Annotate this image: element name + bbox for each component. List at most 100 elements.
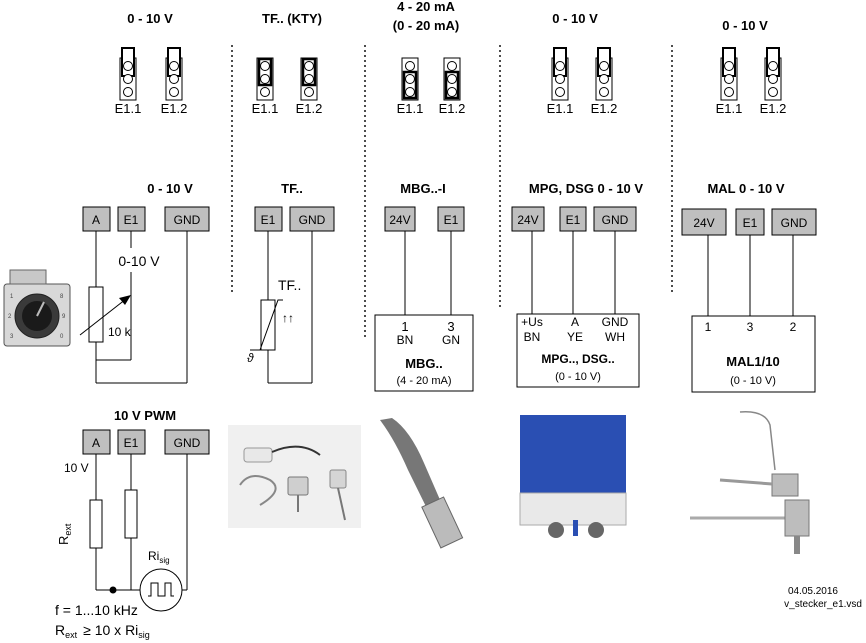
device-mbg-name: MBG.. <box>405 356 443 371</box>
col4-title: MPG, DSG 0 - 10 V <box>529 181 643 196</box>
rext-resistor <box>89 499 103 549</box>
svg-text:1: 1 <box>10 294 14 300</box>
jumper-pin <box>304 74 314 84</box>
jumper-pin <box>169 87 179 97</box>
jumper-pin <box>768 87 778 97</box>
sensor-label: TF.. <box>278 277 301 293</box>
jumper-pin <box>260 61 270 71</box>
terminal-24v <box>384 206 416 232</box>
resistor-value: 10 k <box>108 325 132 339</box>
svg-text:E1: E1 <box>444 213 459 227</box>
jumper-pin <box>447 61 457 71</box>
svg-text:GN: GN <box>442 333 460 347</box>
circuit-mbg: 24V E1 1 3 BN GN MBG.. (4 - 20 mA) <box>374 206 474 392</box>
svg-text:8: 8 <box>60 294 64 300</box>
svg-text:GND: GND <box>174 213 201 227</box>
svg-text:A: A <box>92 213 100 227</box>
svg-text:2: 2 <box>8 314 12 320</box>
col5-header: 0 - 10 V <box>722 18 768 33</box>
col2-header: TF.. (KTY) <box>262 11 322 26</box>
theta-symbol: ϑ <box>247 351 254 365</box>
footer-filename: v_stecker_e1.vsd <box>784 599 862 610</box>
jumper-cap <box>301 57 317 87</box>
jumper-pin <box>768 61 778 71</box>
footer-date: 04.05.2016 <box>788 586 838 597</box>
jumper-label: E1.1 <box>547 101 574 116</box>
jumper-label: E1.2 <box>296 101 323 116</box>
pwm-source <box>139 568 183 612</box>
svg-text:BN: BN <box>524 330 541 344</box>
jumper-pin <box>169 74 179 84</box>
svg-text:YE: YE <box>567 330 583 344</box>
svg-text:WH: WH <box>605 330 625 344</box>
photo-mal-sensors <box>690 411 810 554</box>
jumper-pin <box>169 61 179 71</box>
svg-text:3: 3 <box>747 320 754 334</box>
svg-text:(0 - 10 V): (0 - 10 V) <box>730 375 776 387</box>
svg-text:GND: GND <box>299 213 326 227</box>
pwm-frequency: f = 1...10 kHz <box>55 602 138 618</box>
sensor-arrows: ↑↑ <box>282 311 294 325</box>
svg-text:2: 2 <box>790 320 797 334</box>
terminal-gnd <box>164 429 210 455</box>
svg-text:3: 3 <box>10 334 14 340</box>
col1-title: 0 - 10 V <box>147 181 193 196</box>
svg-text:A: A <box>92 436 100 450</box>
terminal-e1 <box>559 206 587 232</box>
jumper-pin <box>599 74 609 84</box>
col3-title: MBG..-I <box>400 181 446 196</box>
square-wave-icon <box>148 582 174 597</box>
col5-title: MAL 0 - 10 V <box>707 181 784 196</box>
jumper-pin <box>599 87 609 97</box>
ri-label: Risig <box>148 549 170 565</box>
svg-text:BN: BN <box>397 333 414 347</box>
svg-text:E1: E1 <box>566 213 581 227</box>
col3-header-sub: (0 - 20 mA) <box>393 18 459 33</box>
svg-text:+Us: +Us <box>521 315 543 329</box>
svg-text:1: 1 <box>705 320 712 334</box>
col3-header: 4 - 20 mA <box>397 0 455 14</box>
circuit-pwm: 10 V PWM A E1 GND 10 V Risig Rext f = 1.… <box>55 408 210 640</box>
svg-text:E1: E1 <box>743 216 758 230</box>
svg-text:E1: E1 <box>124 436 139 450</box>
svg-text:GND: GND <box>781 216 808 230</box>
jumper-label: E1.2 <box>760 101 787 116</box>
jumper-label: E1.1 <box>115 101 142 116</box>
svg-text:GND: GND <box>602 315 629 329</box>
jumper-pin <box>123 74 133 84</box>
svg-text:9: 9 <box>62 314 66 320</box>
jumper-pin <box>123 61 133 71</box>
jumper-pin <box>724 87 734 97</box>
svg-text:3: 3 <box>447 319 454 334</box>
jumper-pin <box>555 87 565 97</box>
jumper-label: E1.2 <box>591 101 618 116</box>
jumper-pin <box>405 61 415 71</box>
setpoint-dial-device: 123 890 <box>3 269 71 347</box>
jumper-pin <box>555 61 565 71</box>
circuit-mal: 24V E1 GND 1 3 2 MAL1/10 (0 - 10 V) <box>681 208 817 393</box>
photo-tf-sensors <box>228 425 361 528</box>
rext-label: Rext <box>56 523 73 545</box>
terminal-gnd <box>771 208 817 236</box>
jumper-pin <box>724 74 734 84</box>
jumper-pin <box>123 87 133 97</box>
svg-text:1: 1 <box>401 319 408 334</box>
jumper-pin <box>447 87 457 97</box>
jumper-pin <box>260 87 270 97</box>
jumper-pin <box>555 74 565 84</box>
device-mpg-box <box>516 313 640 388</box>
jumper-pin <box>768 74 778 84</box>
device-mpg-name: MPG.., DSG.. <box>541 352 614 366</box>
col4-header: 0 - 10 V <box>552 11 598 26</box>
circuit-mpg-dsg: 24V E1 GND +Us A GND BN YE WH MPG.., DSG… <box>511 206 640 388</box>
col1-header: 0 - 10 V <box>127 11 173 26</box>
terminal-24v <box>681 208 727 236</box>
jumper-label: E1.2 <box>161 101 188 116</box>
device-mal-name: MAL1/10 <box>726 354 779 369</box>
device-mbg-box <box>374 314 474 392</box>
svg-text:GND: GND <box>602 213 629 227</box>
potentiometer-resistor <box>88 286 104 343</box>
jumper-label: E1.1 <box>716 101 743 116</box>
jumper-pin <box>260 74 270 84</box>
